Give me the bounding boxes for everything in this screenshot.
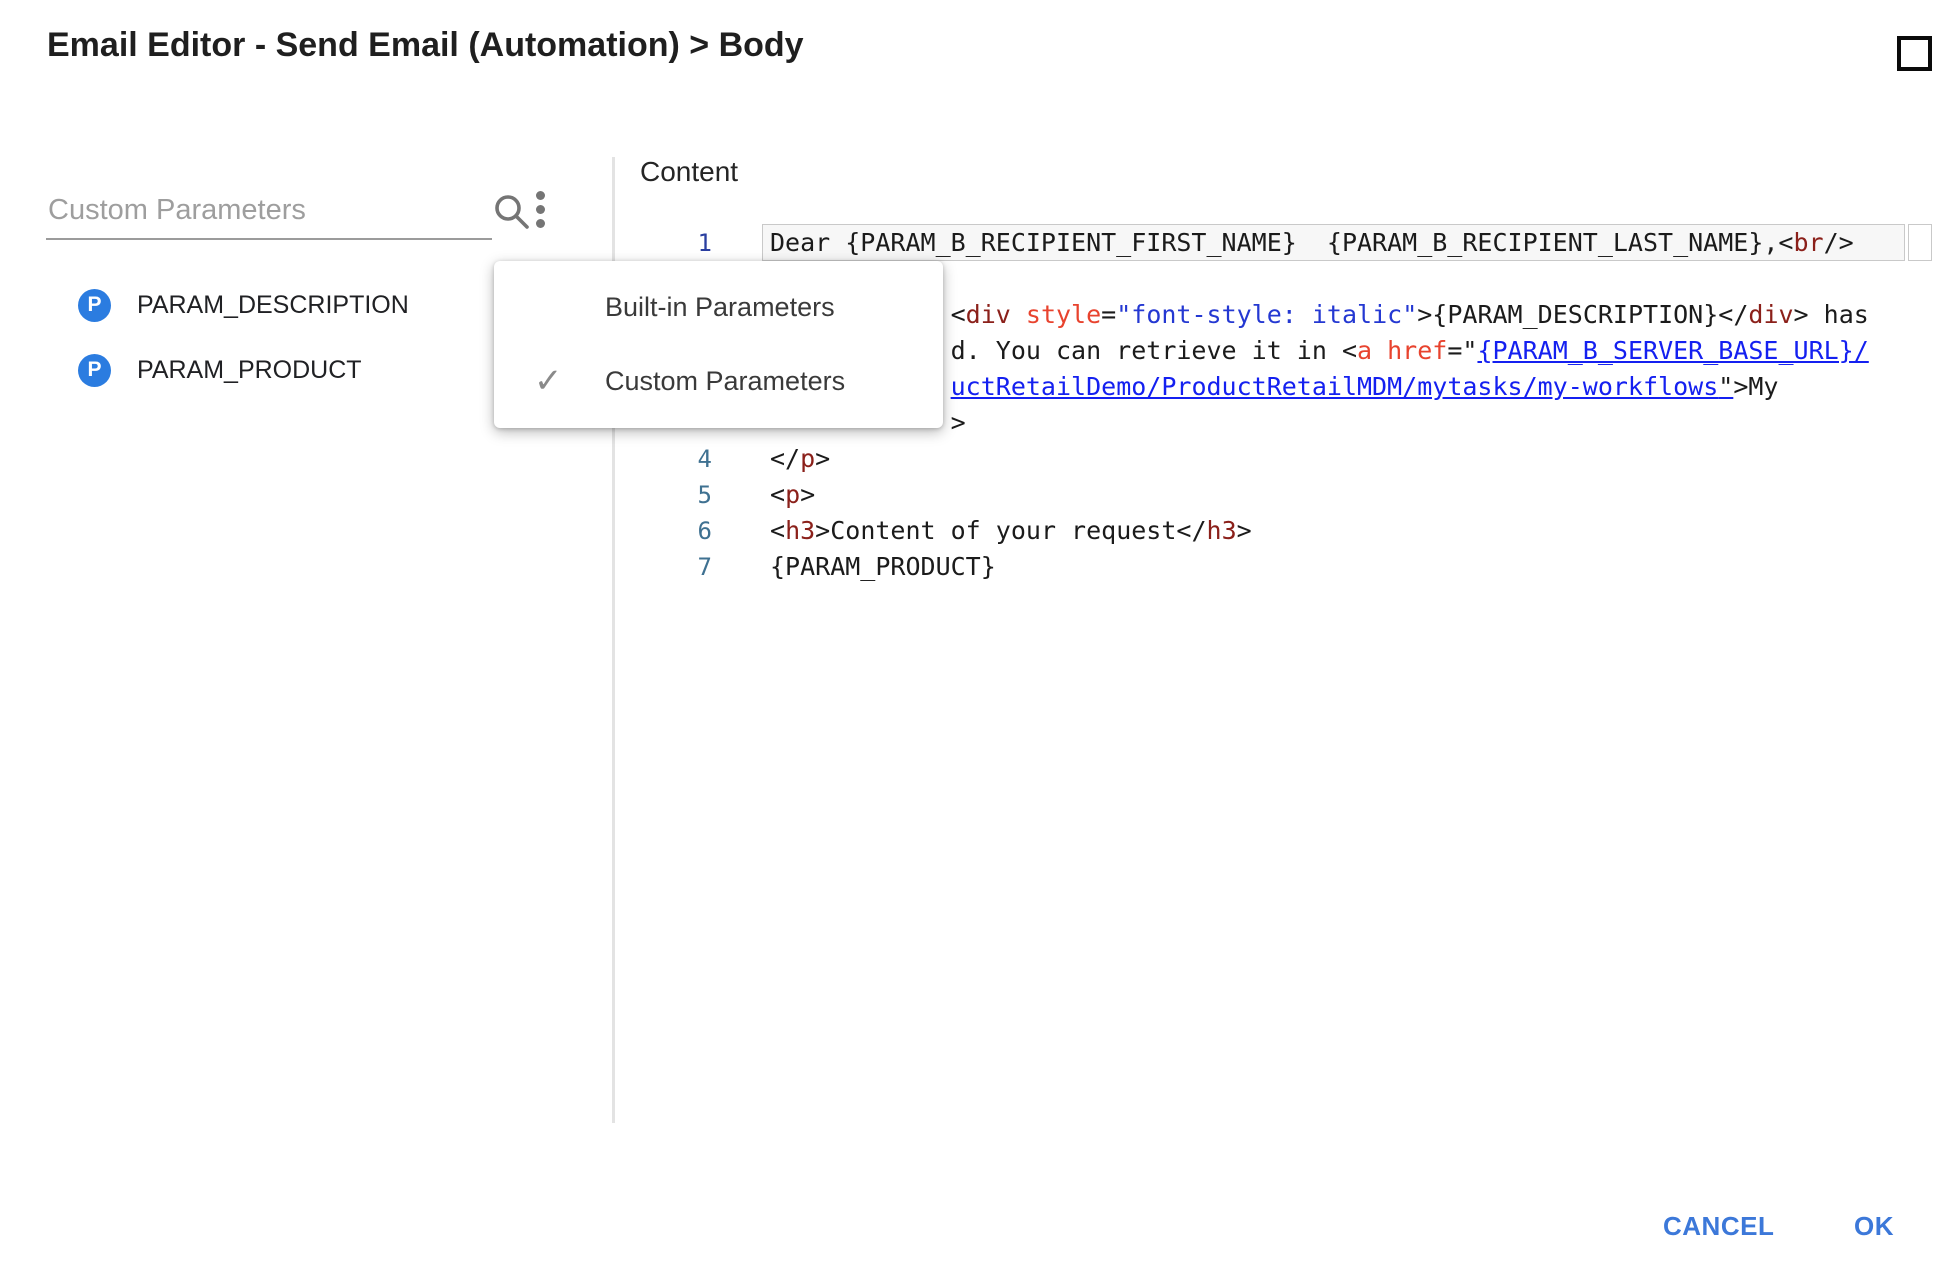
parameter-name: PARAM_DESCRIPTION: [137, 290, 409, 319]
parameter-type-dropdown: Built-in Parameters ✓ Custom Parameters: [494, 261, 943, 428]
active-line-highlight: [762, 224, 1905, 261]
code-line[interactable]: 4 </p>: [614, 441, 1950, 477]
editor-scrollbar-gutter[interactable]: [1908, 224, 1932, 261]
line-number: 6: [697, 517, 712, 545]
ok-button[interactable]: OK: [1844, 1205, 1904, 1248]
code-line[interactable]: 5 <p>: [614, 477, 1950, 513]
code-line-text: {PARAM_PRODUCT}: [770, 552, 996, 581]
line-number: 4: [697, 445, 712, 473]
cancel-button[interactable]: CANCEL: [1653, 1205, 1784, 1248]
parameter-item[interactable]: P PARAM_PRODUCT: [78, 353, 362, 387]
line-number: 5: [697, 481, 712, 509]
menu-item-custom-parameters[interactable]: ✓ Custom Parameters: [534, 362, 846, 400]
parameter-item[interactable]: P PARAM_DESCRIPTION: [78, 288, 409, 322]
code-line[interactable]: 1 Dear {PARAM_B_RECIPIENT_FIRST_NAME} {PA…: [614, 225, 1950, 261]
code-line[interactable]: 6 <h3>Content of your request</h3>: [614, 513, 1950, 549]
parameter-badge-icon: P: [78, 353, 111, 387]
code-line[interactable]: 7 {PARAM_PRODUCT}: [614, 549, 1950, 585]
code-line[interactable]: <div style="font-style: italic">{PARAM_D…: [614, 297, 1950, 333]
code-line-text: <p>: [770, 480, 816, 509]
maximize-icon[interactable]: [1897, 36, 1932, 71]
search-input[interactable]: [46, 186, 440, 234]
dialog-title: Email Editor - Send Email (Automation) >…: [47, 26, 804, 64]
code-editor[interactable]: 1 Dear {PARAM_B_RECIPIENT_FIRST_NAME} {PA…: [614, 210, 1950, 1140]
parameter-badge-icon: P: [78, 288, 111, 322]
parameter-type-menu-icon[interactable]: [526, 186, 554, 234]
search-icon[interactable]: [490, 190, 532, 232]
code-line-text: >: [950, 408, 966, 437]
code-line-text: d. You can retrieve it in <a href="{PARA…: [770, 336, 1869, 365]
menu-item-built-in-parameters[interactable]: Built-in Parameters: [605, 291, 835, 322]
code-line[interactable]: >: [614, 405, 1950, 441]
line-number: 7: [697, 553, 712, 581]
code-line[interactable]: d. You can retrieve it in <a href="{PARA…: [614, 333, 1950, 369]
line-number: 1: [697, 229, 712, 257]
code-line-text: <h3>Content of your request</h3>: [770, 516, 1252, 545]
parameter-search-field: [46, 186, 529, 240]
checkmark-icon: ✓: [534, 362, 563, 400]
parameter-name: PARAM_PRODUCT: [137, 355, 362, 384]
code-line-text: </p>: [770, 444, 831, 473]
content-label: Content: [640, 156, 739, 187]
code-line[interactable]: uctRetailDemo/ProductRetailMDM/mytasks/m…: [614, 369, 1950, 405]
code-line-text: uctRetailDemo/ProductRetailMDM/mytasks/m…: [950, 372, 1779, 401]
panel-divider: [612, 157, 615, 1123]
code-line-text: Dear {PARAM_B_RECIPIENT_FIRST_NAME} {PAR…: [770, 228, 1854, 257]
code-line-text: <div style="font-style: italic">{PARAM_D…: [950, 300, 1869, 329]
